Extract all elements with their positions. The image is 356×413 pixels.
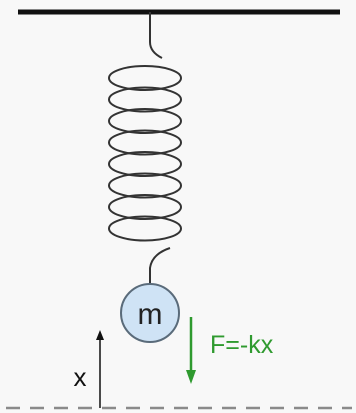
- spring-coil: [108, 129, 182, 156]
- spring-top-wire: [149, 12, 163, 59]
- spring-coil: [108, 108, 182, 134]
- spring-coil: [108, 86, 182, 113]
- force-label: F=-kx: [210, 331, 274, 359]
- spring-coil: [108, 172, 182, 199]
- x-axis-arrowhead: [96, 330, 104, 340]
- spring-coil: [108, 151, 182, 177]
- spring-coil: [108, 65, 182, 91]
- x-axis-label: x: [74, 362, 87, 392]
- spring-coils: [108, 65, 182, 242]
- spring-bottom-wire: [149, 247, 171, 284]
- spring-coil: [108, 194, 182, 220]
- mass-bob: [120, 283, 180, 343]
- spring-coil: [108, 215, 182, 242]
- force-arrowhead: [186, 370, 196, 384]
- mass-label: m: [138, 298, 163, 331]
